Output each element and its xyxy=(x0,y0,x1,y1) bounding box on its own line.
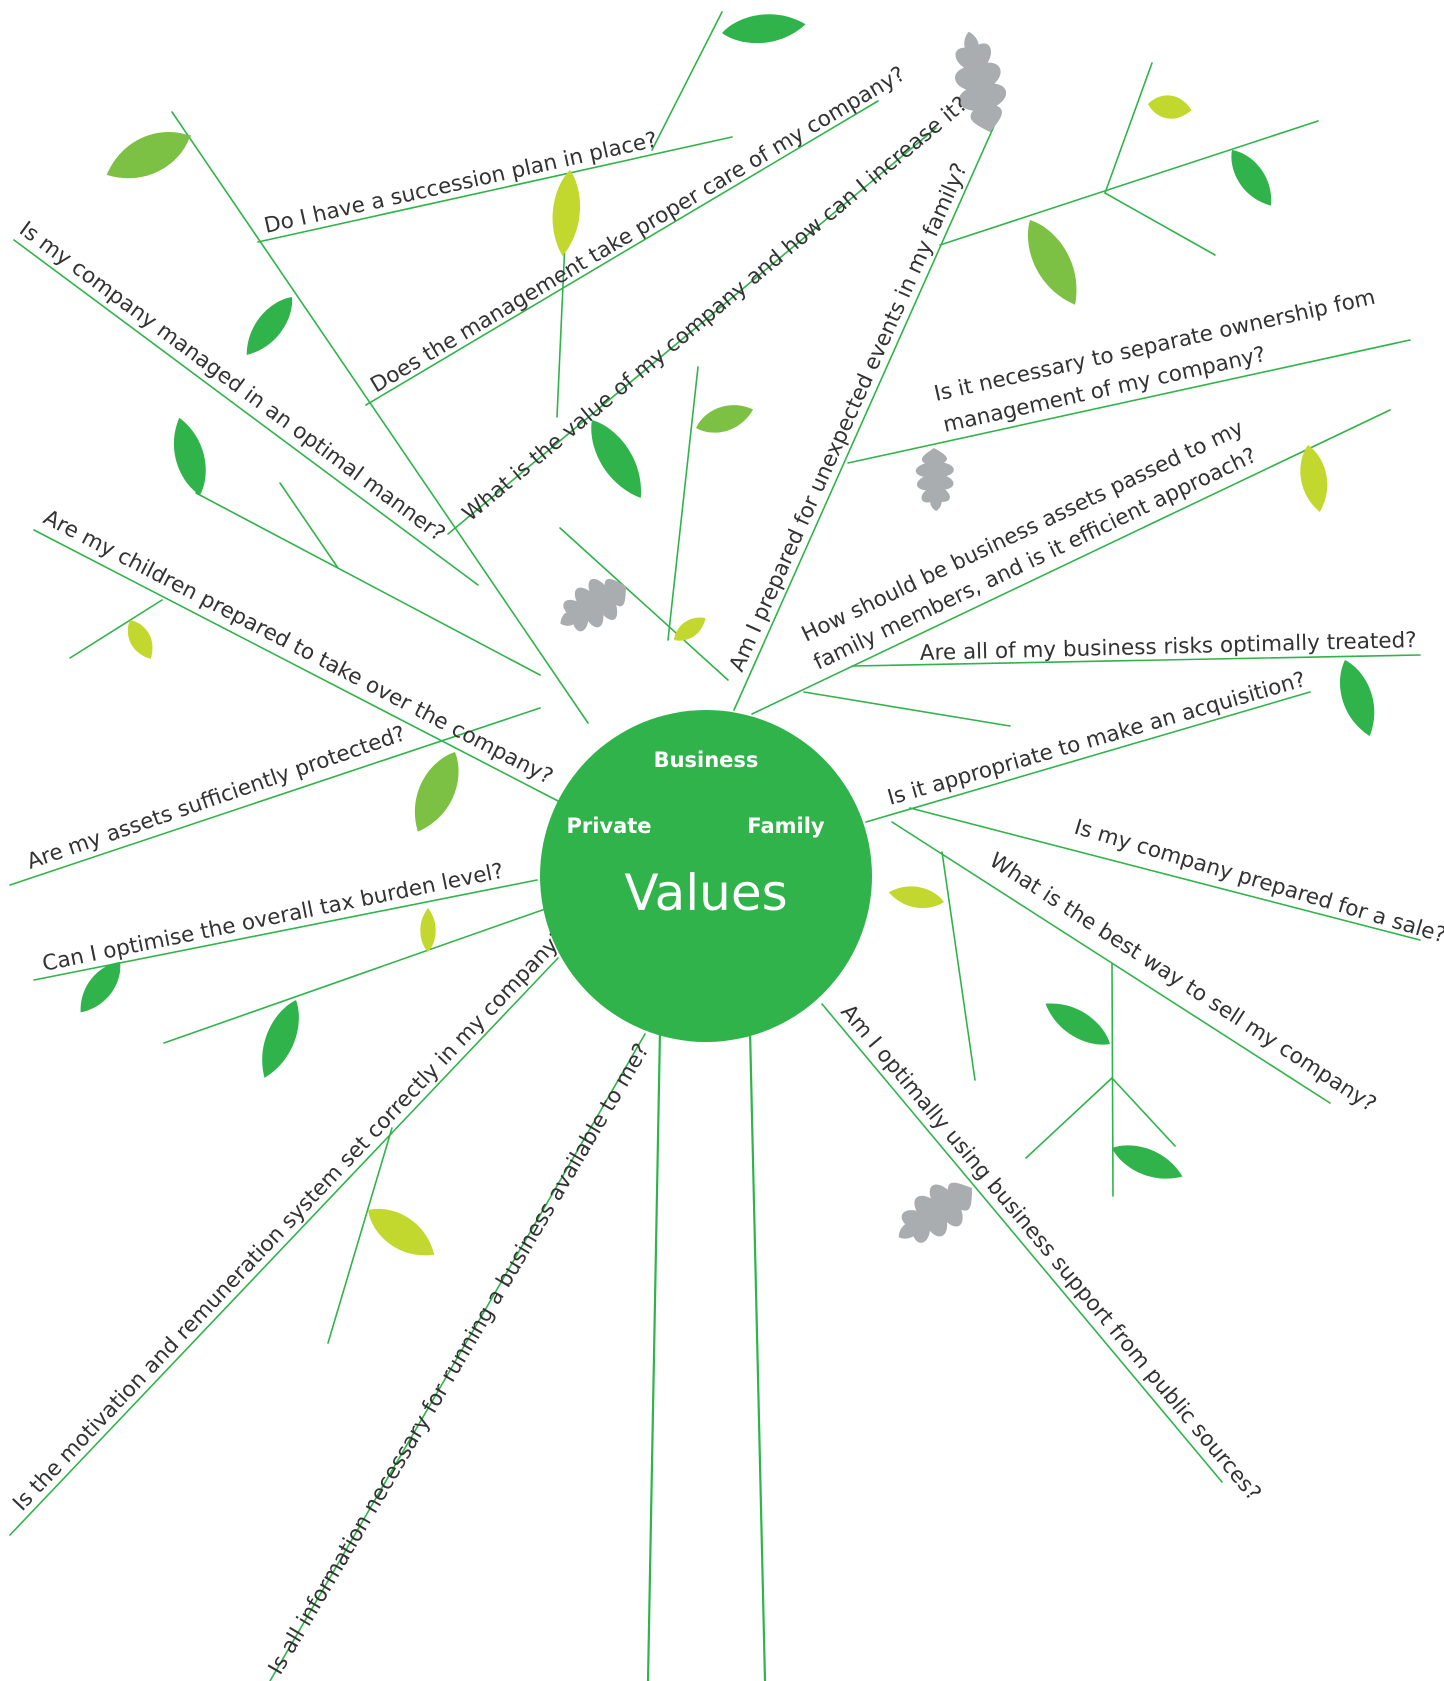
trunk xyxy=(646,1029,767,1681)
oak-leaf-icon xyxy=(914,447,956,512)
branch xyxy=(279,482,339,569)
hub-label-family: Family xyxy=(747,814,825,838)
branch xyxy=(909,807,1421,941)
branch xyxy=(891,821,1331,1104)
leaf-icon xyxy=(692,397,757,440)
branch xyxy=(821,1003,1223,1483)
branch xyxy=(33,529,561,803)
leaf-icon xyxy=(359,1196,444,1269)
leaf-icon xyxy=(236,289,303,363)
branch xyxy=(1111,1077,1176,1147)
branch xyxy=(667,366,699,641)
branch xyxy=(269,1033,646,1681)
branch xyxy=(865,691,1311,823)
question-label: Is it appropriate to make an acquisition… xyxy=(885,667,1309,811)
branch xyxy=(69,599,163,659)
question-label: How should be business assets passed to … xyxy=(798,415,1248,647)
branch xyxy=(1025,1077,1113,1159)
branch xyxy=(327,1127,393,1344)
branch xyxy=(13,239,479,586)
branch xyxy=(365,100,879,406)
oak-leaf-icon xyxy=(548,566,638,644)
branch xyxy=(559,527,729,681)
hub-title: Values xyxy=(624,864,787,922)
question-label: Are my assets sufficiently protected? xyxy=(24,721,409,874)
branch xyxy=(257,136,733,243)
leaf-icon xyxy=(1038,992,1117,1055)
question-label: Is all information necessary for running… xyxy=(264,1039,655,1679)
question-label: Can I optimise the overall tax burden le… xyxy=(40,859,506,977)
hub-label-business: Business xyxy=(654,748,759,772)
branch xyxy=(195,492,541,676)
hub-label-private: Private xyxy=(566,814,651,838)
branch xyxy=(171,111,589,724)
leaf-icon xyxy=(98,119,198,192)
leaf-icon xyxy=(1295,442,1333,515)
leaf-icon xyxy=(402,744,471,840)
branch xyxy=(1104,62,1153,194)
leaf-icon xyxy=(720,10,808,48)
branch xyxy=(651,11,723,151)
branches xyxy=(9,11,1421,1681)
branch xyxy=(9,707,541,886)
leaf-icon xyxy=(549,168,584,258)
branch xyxy=(939,120,1319,246)
branch xyxy=(733,125,995,711)
leaf-icon xyxy=(1221,142,1282,214)
branch xyxy=(447,127,937,535)
leaf-icon xyxy=(420,908,436,952)
question-label: Is my company prepared for a sale? xyxy=(1071,815,1444,949)
leaf-icon xyxy=(1014,211,1091,313)
leaf-icon xyxy=(669,611,711,647)
leaf-icon xyxy=(1107,1136,1188,1189)
branch xyxy=(1104,192,1216,256)
branch xyxy=(803,691,1011,727)
question-label: Am I optimally using business support fr… xyxy=(835,1000,1265,1506)
branch xyxy=(163,907,549,1044)
leaf-icon xyxy=(1146,92,1194,122)
branch xyxy=(751,409,1391,715)
branch xyxy=(9,957,559,1536)
branch xyxy=(941,851,976,1081)
question-label: Do I have a succession plan in place? xyxy=(262,127,660,238)
trunk-line-right xyxy=(748,1029,767,1681)
branch xyxy=(1111,963,1114,1197)
leaf-icon xyxy=(1330,655,1384,741)
leaf-icon xyxy=(887,882,946,913)
hub-circle xyxy=(540,710,872,1042)
trunk-line-left xyxy=(646,1029,662,1681)
branch xyxy=(851,654,1421,667)
branch xyxy=(847,339,1411,464)
values-hub: Business Private Family Values xyxy=(540,710,872,1042)
leaf-icon xyxy=(251,994,310,1084)
leaf-icon xyxy=(165,414,214,499)
